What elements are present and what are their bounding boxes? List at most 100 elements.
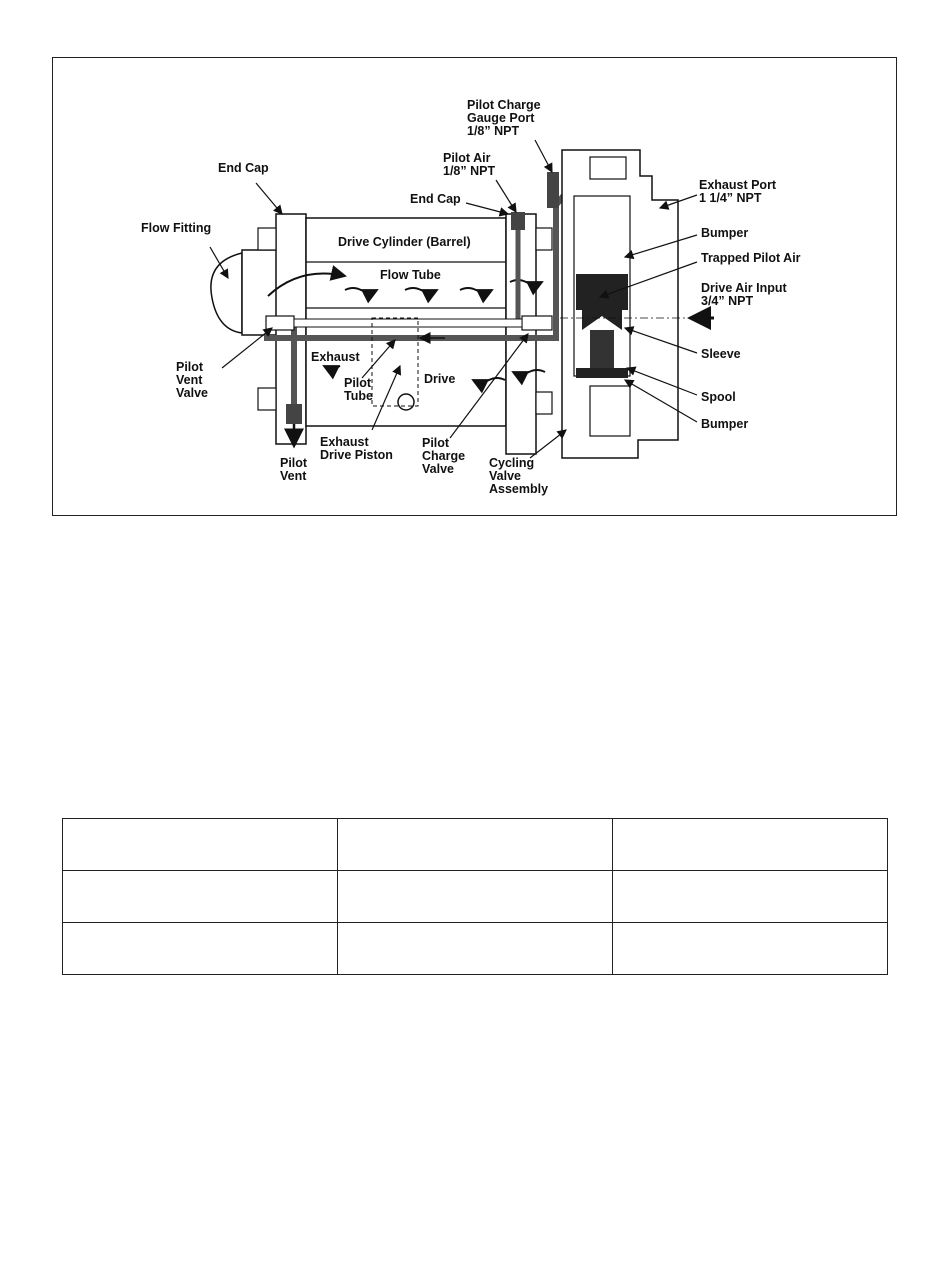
spool-shape [582, 310, 622, 330]
label-line: Flow Fitting [141, 221, 211, 235]
spec-table [62, 818, 888, 975]
pilot-vent-fitting [286, 404, 302, 424]
label-line: Sleeve [701, 347, 741, 361]
label-line: Pilot Air [443, 151, 491, 165]
label-line: Trapped Pilot Air [701, 251, 801, 265]
tie-rod-nut-bottom-left [257, 387, 277, 411]
flow-arrow-curved [267, 265, 347, 297]
label-end-cap-right: End Cap [410, 192, 461, 206]
table-cell [612, 870, 888, 923]
label-trapped-pilot-air: Trapped Pilot Air [701, 251, 801, 265]
pilot-charge-valve-shape [521, 315, 553, 331]
valve-top-cap [589, 156, 627, 180]
table-cell [612, 818, 888, 871]
label-line: Valve [422, 462, 454, 476]
label-line: 1/8” NPT [467, 124, 519, 138]
label-bumper-top: Bumper [701, 226, 748, 240]
label-bumper-bottom: Bumper [701, 417, 748, 431]
flow-fitting-shape [210, 252, 243, 334]
label-line: Pilot [176, 360, 204, 374]
table-cell [612, 922, 888, 975]
label-line: Charge [422, 449, 465, 463]
drive-piston-pin [397, 393, 415, 411]
label-line: Gauge Port [467, 111, 535, 125]
table-row [62, 922, 888, 975]
trapped-pilot-air-piston [576, 274, 628, 310]
label-sleeve: Sleeve [701, 347, 741, 361]
label-line: Flow Tube [380, 268, 441, 282]
pilot-rod [293, 318, 523, 328]
drive-piston-dashed [371, 317, 419, 407]
table-row [62, 870, 888, 923]
label-line: Drive Cylinder (Barrel) [338, 235, 471, 249]
label-line: Exhaust Port [699, 178, 777, 192]
label-line: Bumper [701, 226, 748, 240]
leader-lines [209, 139, 698, 459]
label-line: 3/4” NPT [701, 294, 753, 308]
drive-flow-arrow-2 [511, 369, 546, 386]
tie-rod-nut-top-right [535, 227, 553, 251]
label-line: Tube [344, 389, 373, 403]
label-line: End Cap [410, 192, 461, 206]
label-line: 1 1/4” NPT [699, 191, 762, 205]
label-flow-tube: Flow Tube [380, 268, 441, 282]
label-line: Pilot [422, 436, 450, 450]
label-exhaust-flow: Exhaust [311, 350, 360, 364]
label-line: 1/8” NPT [443, 164, 495, 178]
pilot-charge-gauge-fitting [547, 172, 559, 208]
label-line: Bumper [701, 417, 748, 431]
label-line: Pilot [280, 456, 308, 470]
label-line: Vent [176, 373, 203, 387]
table-cell [337, 870, 613, 923]
lower-sleeve [576, 368, 628, 378]
label-line: Cycling [489, 456, 534, 470]
flow-arrow-3 [459, 287, 494, 304]
flow-arrow-4 [509, 279, 544, 296]
label-line: Vent [280, 469, 307, 483]
table-cell [62, 922, 338, 975]
table-cell [337, 818, 613, 871]
label-spool: Spool [701, 390, 736, 404]
end-cap-right-shape [505, 213, 537, 455]
valve-lower-block [589, 385, 631, 437]
label-line: Valve [489, 469, 521, 483]
table-cell [62, 870, 338, 923]
label-line: End Cap [218, 161, 269, 175]
flow-arrow-1 [344, 287, 379, 304]
flow-arrow-2 [404, 287, 439, 304]
drive-flow-arrow-1 [471, 377, 506, 394]
label-flow-fitting: Flow Fitting [141, 221, 211, 235]
label-line: Pilot [344, 376, 372, 390]
tie-rod-nut-bottom-right [535, 391, 553, 415]
table-cell [337, 922, 613, 975]
pilot-vent-valve-shape [265, 315, 295, 331]
pilot-air-fitting [511, 212, 525, 230]
table-cell [62, 818, 338, 871]
label-line: Drive Air Input [701, 281, 787, 295]
label-drive-cylinder: Drive Cylinder (Barrel) [338, 235, 471, 249]
label-line: Drive Piston [320, 448, 393, 462]
label-line: Spool [701, 390, 736, 404]
label-line: Pilot Charge [467, 98, 541, 112]
exhaust-flow-arrow [322, 365, 341, 380]
label-line: Exhaust [311, 350, 360, 364]
label-line: Assembly [489, 482, 548, 496]
label-line: Valve [176, 386, 208, 400]
tie-rod-nut-top-left [257, 227, 277, 251]
label-line: Exhaust [320, 435, 369, 449]
label-end-cap-left: End Cap [218, 161, 269, 175]
label-line: Drive [424, 372, 455, 386]
table-row [62, 818, 888, 871]
label-drive-flow: Drive [424, 372, 455, 386]
